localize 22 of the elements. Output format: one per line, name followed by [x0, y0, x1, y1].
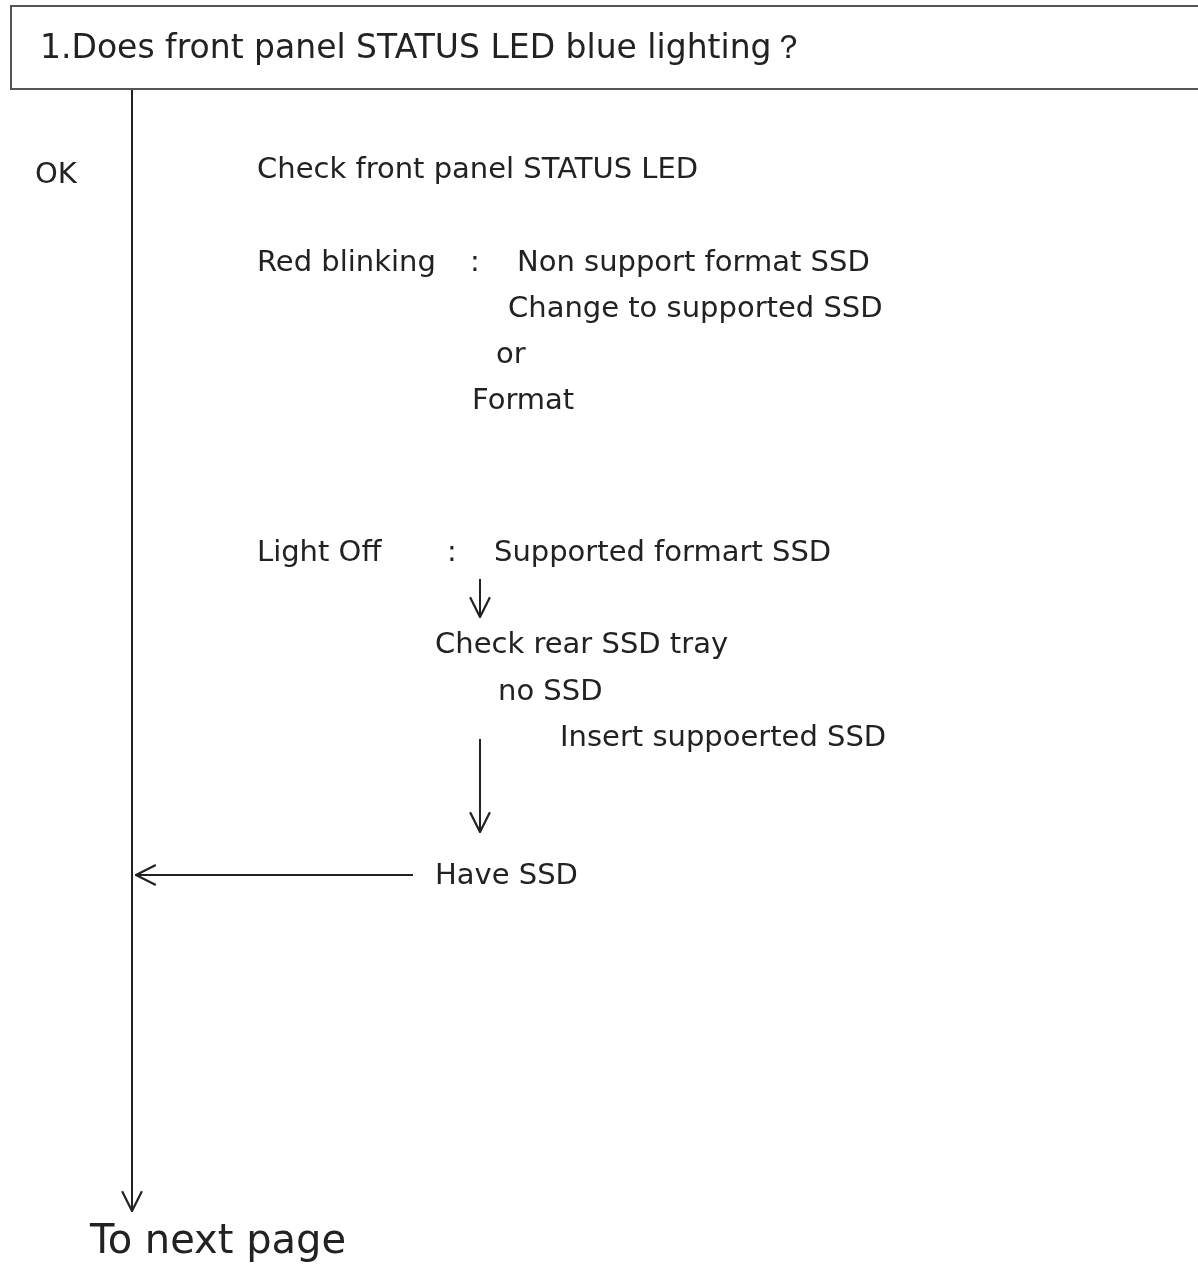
result-text: Have SSD [435, 857, 578, 891]
step-text: Check rear SSD tray [435, 626, 729, 660]
status-label: Red blinking [257, 243, 436, 279]
step-text: Check front panel STATUS LED [257, 151, 699, 185]
condition-text: no SSD [498, 672, 603, 708]
or-text: or [496, 335, 526, 371]
action-text: Change to supported SSD [508, 289, 883, 325]
status-text: Non support format SSD [517, 243, 870, 279]
arrow [121, 89, 143, 1213]
arrow [469, 738, 491, 834]
arrow [469, 578, 491, 619]
question-box [10, 5, 1198, 90]
status-text: Supported formart SSD [494, 533, 832, 569]
action-text: Format [472, 381, 575, 417]
question-text: 1.Does front panel STATUS LED blue lighting？ [40, 29, 805, 65]
action-text: Insert suppoerted SSD [560, 718, 887, 754]
status-text: : [447, 533, 457, 569]
separator: : [470, 243, 480, 279]
answer-label: OK [35, 155, 77, 191]
end-label: To next page [90, 1216, 347, 1262]
status-text: Light Off [257, 533, 382, 569]
arrow [134, 864, 414, 886]
